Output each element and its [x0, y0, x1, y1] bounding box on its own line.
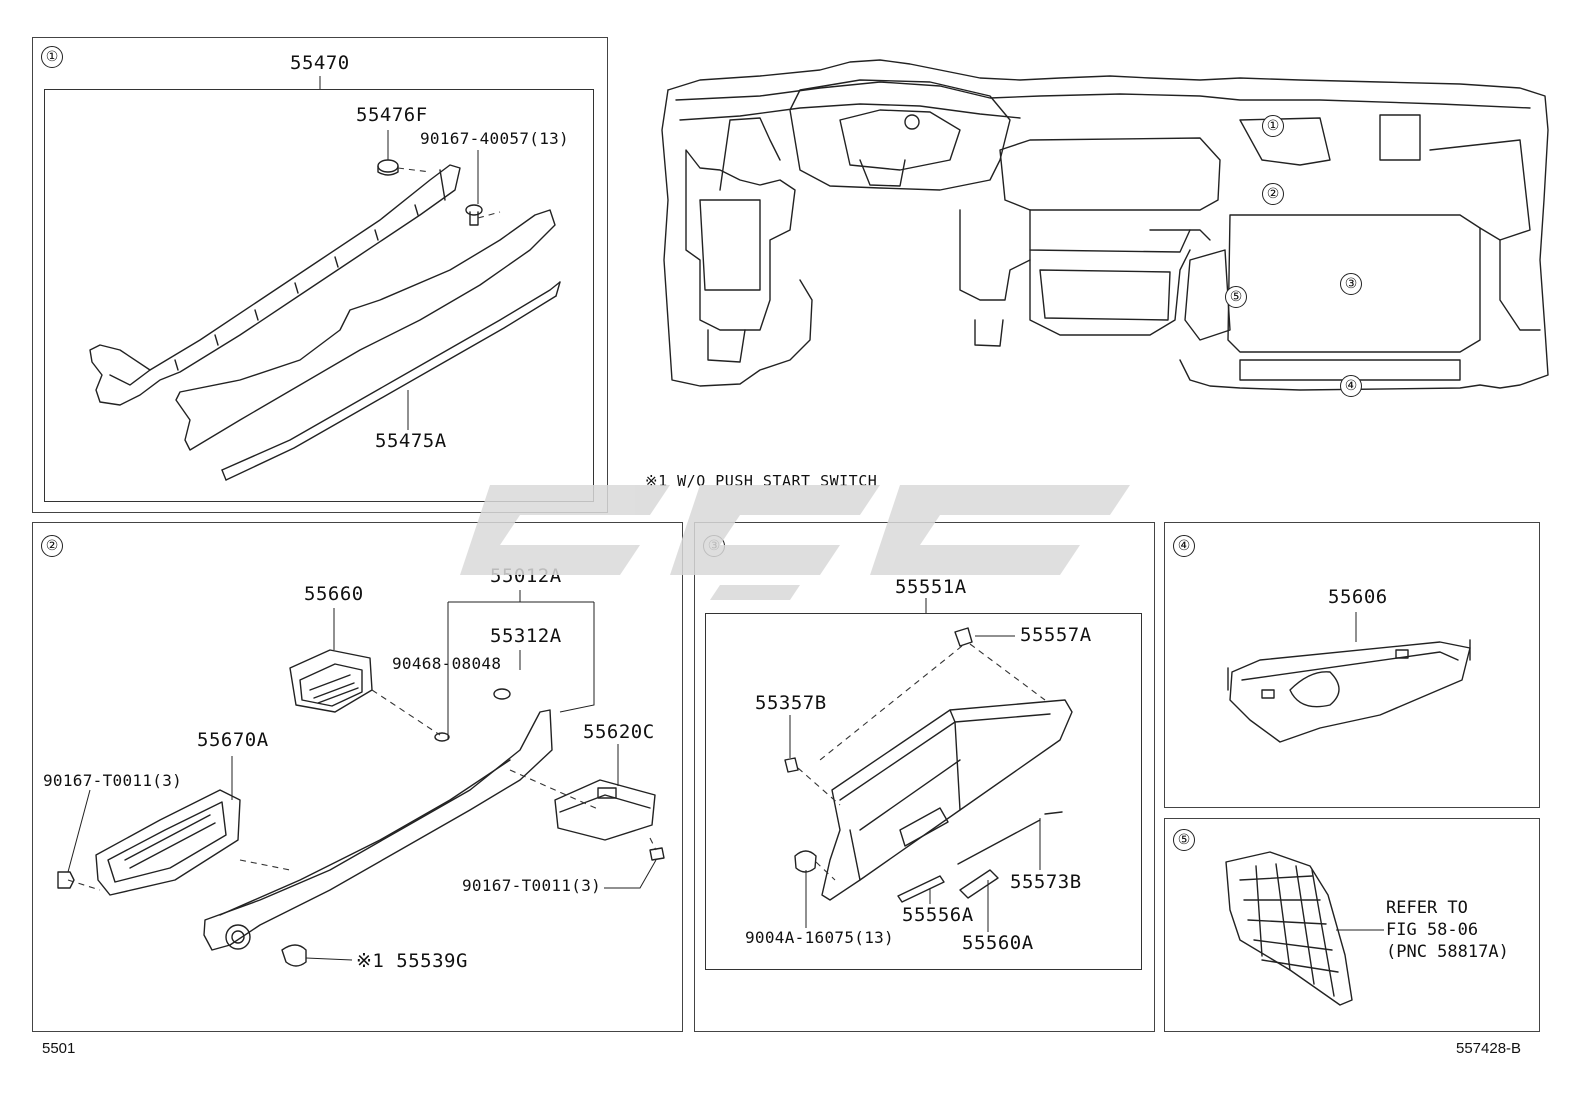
- part-55670A[interactable]: 55670A: [197, 729, 269, 751]
- refer-to-figure-note[interactable]: REFER TO FIG 58-06 (PNC 58817A): [1386, 898, 1509, 962]
- part-90167-T0011-left[interactable]: 90167-T0011(3): [43, 771, 183, 790]
- part-55470[interactable]: 55470: [290, 52, 350, 74]
- panel-1: ①: [32, 37, 608, 513]
- part-55557A[interactable]: 55557A: [1020, 624, 1092, 646]
- part-55573B[interactable]: 55573B: [1010, 871, 1082, 893]
- panel-2-marker: ②: [41, 535, 63, 557]
- part-55551A[interactable]: 55551A: [895, 576, 967, 598]
- part-55620C[interactable]: 55620C: [583, 721, 655, 743]
- part-90167-40057[interactable]: 90167-40057(13): [420, 129, 569, 148]
- part-55660[interactable]: 55660: [304, 583, 364, 605]
- panel-1-marker: ①: [41, 46, 63, 68]
- part-55556A[interactable]: 55556A: [902, 904, 974, 926]
- panel-5: ⑤: [1164, 818, 1540, 1032]
- panel-1-subassembly-box: [44, 89, 594, 502]
- panel-2: ②: [32, 522, 683, 1032]
- panel-5-marker: ⑤: [1173, 829, 1195, 851]
- part-55539G[interactable]: ※1 55539G: [356, 950, 468, 972]
- push-start-note: ※1 W/O PUSH START SWITCH: [645, 472, 878, 490]
- overview-marker-1[interactable]: ①: [1262, 115, 1284, 137]
- footer-page-number: 5501: [42, 1040, 76, 1057]
- panel-4: ④: [1164, 522, 1540, 808]
- part-90167-T0011-right[interactable]: 90167-T0011(3): [462, 876, 602, 895]
- panel-4-marker: ④: [1173, 535, 1195, 557]
- overview-marker-2[interactable]: ②: [1262, 183, 1284, 205]
- footer-drawing-number: 557428-B: [1456, 1040, 1522, 1057]
- part-9004A-16075[interactable]: 9004A-16075(13): [745, 928, 894, 947]
- part-90468-08048[interactable]: 90468-08048: [392, 654, 502, 673]
- overview-marker-4[interactable]: ④: [1340, 375, 1362, 397]
- part-55476F[interactable]: 55476F: [356, 104, 428, 126]
- part-55606[interactable]: 55606: [1328, 586, 1388, 608]
- part-55357B[interactable]: 55357B: [755, 692, 827, 714]
- part-55560A[interactable]: 55560A: [962, 932, 1034, 954]
- part-55312A[interactable]: 55312A: [490, 625, 562, 647]
- panel-3-subassembly-box: [705, 613, 1142, 970]
- overview-marker-3[interactable]: ③: [1340, 273, 1362, 295]
- overview-marker-5[interactable]: ⑤: [1225, 286, 1247, 308]
- part-55475A[interactable]: 55475A: [375, 430, 447, 452]
